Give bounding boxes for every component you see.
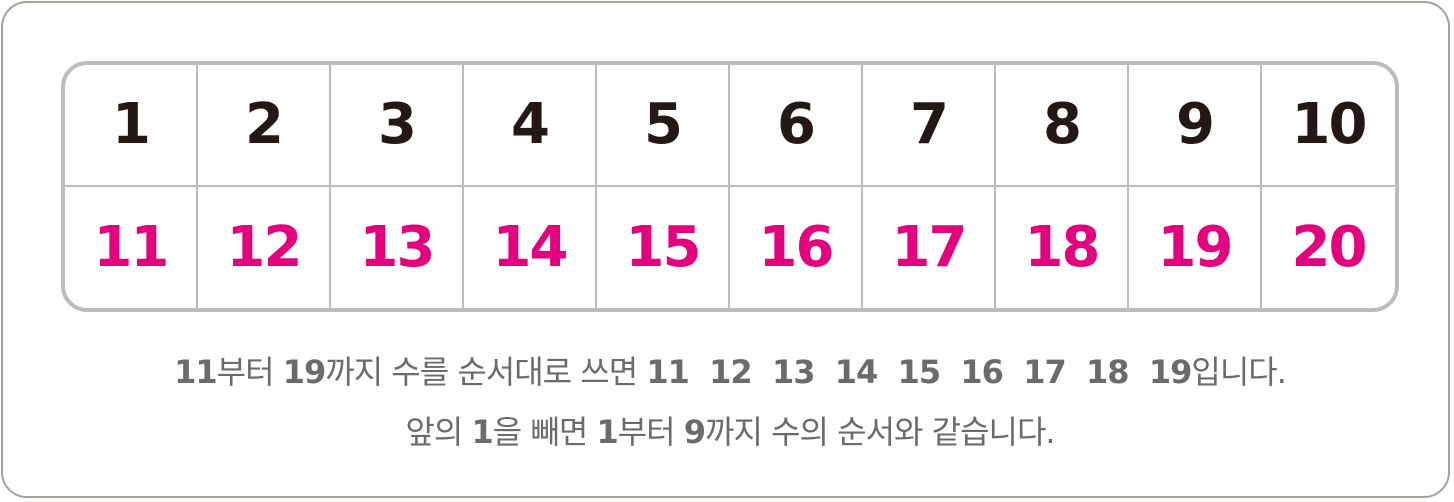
caption-text: 까지 수의 순서와 같습니다. [705, 413, 1056, 451]
caption-sequence: 11 12 13 14 15 16 17 18 19 [646, 353, 1192, 391]
table-cell: 15 [597, 186, 730, 308]
table-cell: 6 [730, 65, 863, 187]
caption-number: 9 [683, 413, 706, 451]
caption-number: 1 [471, 413, 494, 451]
caption-text: 앞의 [405, 413, 472, 451]
caption-text: 까지 수를 순서대로 쓰면 [325, 353, 647, 391]
caption-line-2: 앞의 1을 빼면 1부터 9까지 수의 순서와 같습니다. [3, 407, 1454, 453]
table-cell: 8 [996, 65, 1129, 187]
table-cell: 13 [331, 186, 464, 308]
table-cell: 14 [464, 186, 597, 308]
table-cell: 11 [65, 186, 198, 308]
table-cell: 10 [1262, 65, 1395, 187]
table-cell: 18 [996, 186, 1129, 308]
caption-text: 을 빼면 [492, 413, 597, 451]
table-cell: 20 [1291, 214, 1368, 280]
caption-number: 1 [596, 413, 618, 451]
table-cell: 4 [464, 65, 597, 187]
caption-line-1: 11부터 19까지 수를 순서대로 쓰면 11 12 13 14 15 16 1… [3, 347, 1454, 393]
table-cell: 7 [863, 65, 996, 187]
table-cell: 3 [331, 65, 464, 187]
caption-number: 19 [282, 353, 327, 391]
table-cell: 5 [597, 65, 730, 187]
caption-text: 입니다. [1191, 353, 1286, 391]
table-cell: 17 [863, 186, 996, 308]
table-cell: 19 [1129, 186, 1262, 308]
caption-text: 부터 [617, 413, 684, 451]
table-cell: 12 [198, 186, 331, 308]
number-table: 1 2 3 4 5 6 7 8 9 10 11 12 13 14 15 16 1… [61, 61, 1399, 312]
table-cell: 1 [65, 65, 198, 187]
caption-text: 부터 [216, 353, 283, 391]
caption-number: 11 [174, 353, 218, 391]
table-cell: 9 [1129, 65, 1262, 187]
table-cell: 16 [730, 186, 863, 308]
table-cell: 2 [198, 65, 331, 187]
